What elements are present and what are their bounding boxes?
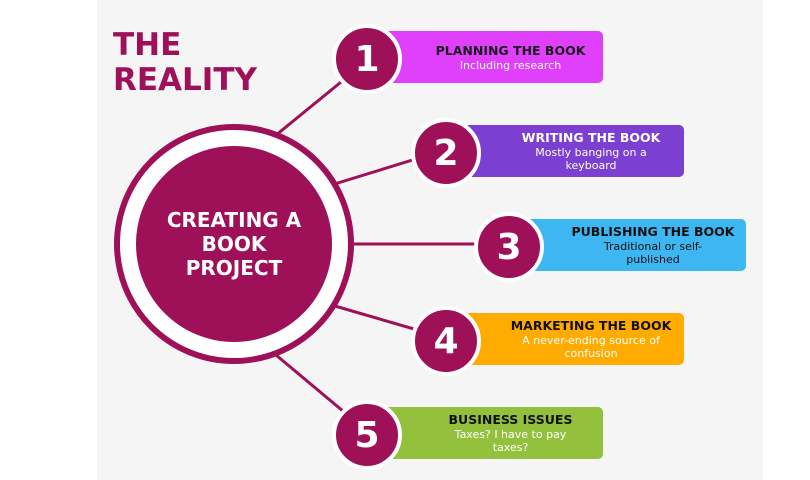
step-4-desc-line-1: A never-ending source of xyxy=(522,334,660,347)
title-line-2: REALITY xyxy=(113,62,257,98)
step-3-desc-line-1: Traditional or self- xyxy=(603,240,703,253)
hub-label-line-2: BOOK xyxy=(201,232,267,256)
step-3-box: PUBLISHING THE BOOK Traditional or self-… xyxy=(510,219,746,271)
step-5-title: BUSINESS ISSUES xyxy=(448,412,573,427)
step-3-number: 3 xyxy=(474,212,544,282)
step-5-number: 5 xyxy=(332,400,402,470)
hub-label-line-1: CREATING A xyxy=(166,208,302,232)
step-4-box: MARKETING THE BOOK A never-ending source… xyxy=(448,313,684,365)
step-3-desc-line-2: published xyxy=(626,253,680,266)
step-4-number: 4 xyxy=(411,306,481,376)
step-2-number: 2 xyxy=(411,118,481,188)
step-1-number: 1 xyxy=(332,24,402,94)
step-1-title: PLANNING THE BOOK xyxy=(435,42,586,58)
step-1-desc: Including research xyxy=(459,58,562,72)
step-2-desc-line-2: keyboard xyxy=(565,159,617,172)
step-4-desc-line-2: confusion xyxy=(564,347,618,360)
step-2-box: WRITING THE BOOK Mostly banging on a key… xyxy=(448,125,684,177)
step-5-desc-line-1: Taxes? I have to pay xyxy=(454,428,567,441)
hub-label-line-3: PROJECT xyxy=(185,256,283,280)
step-1-box: PLANNING THE BOOK Including research xyxy=(368,31,603,83)
step-4-title: MARKETING THE BOOK xyxy=(510,318,672,333)
hub-circle: CREATING A BOOK PROJECT xyxy=(136,146,332,342)
step-5-desc-line-2: taxes? xyxy=(492,441,529,454)
hub-label: CREATING A BOOK PROJECT xyxy=(159,208,309,280)
page-title: THE REALITY xyxy=(113,28,313,98)
step-2-desc-line-1: Mostly banging on a xyxy=(535,146,647,159)
step-2-title: WRITING THE BOOK xyxy=(521,130,661,145)
title-line-1: THE xyxy=(113,27,182,63)
step-5-box: BUSINESS ISSUES Taxes? I have to pay tax… xyxy=(368,407,603,459)
step-3-title: PUBLISHING THE BOOK xyxy=(571,224,735,239)
